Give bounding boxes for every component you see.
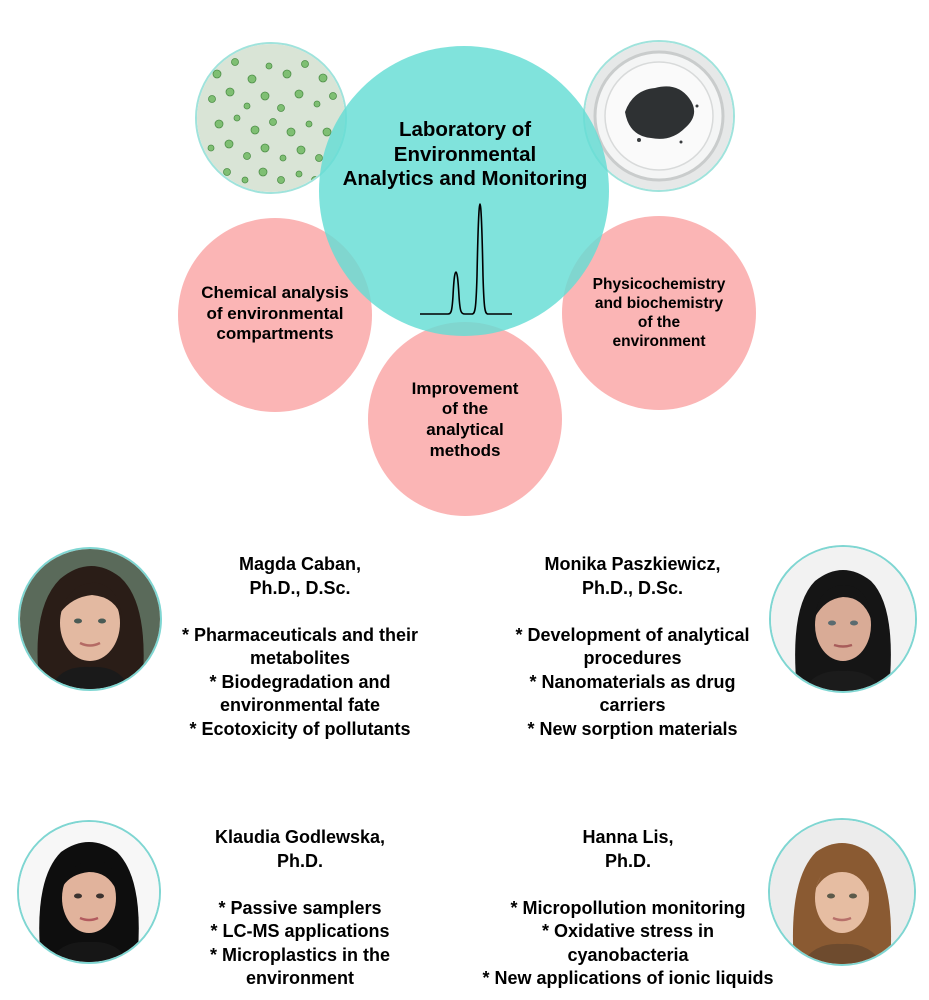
person-name: Magda Caban, (238, 554, 362, 574)
profile-hanna-lis: Hanna Lis, Ph.D. * Micropollution monito… (468, 826, 788, 991)
person-name: Monika Paszkiewicz, (544, 554, 721, 574)
research-interest: * Microplastics in the environment (209, 944, 391, 989)
research-interest: * New applications of ionic liquids (482, 968, 774, 988)
lab-main-circle (319, 46, 609, 336)
research-interest: * Pharmaceuticals and their metabolites (181, 624, 419, 669)
avatar-magda-caban (18, 547, 162, 691)
research-interest: * Micropollution monitoring (510, 897, 746, 918)
lab-title: Laboratory of Environmental Analytics an… (342, 118, 588, 191)
research-interest: * Development of analytical procedures (515, 624, 750, 669)
person-title: Ph.D., D.Sc. (581, 577, 684, 598)
avatar-monika-paszkiewicz (769, 545, 917, 693)
area-label-improvement: Improvement of the analytical methods (411, 378, 519, 460)
research-interest: * LC-MS applications (210, 921, 390, 941)
area-label-physicochemistry: Physicochemistry and biochemistry of the… (592, 276, 726, 350)
profile-klaudia-godlewska: Klaudia Godlewska, Ph.D. * Passive sampl… (170, 826, 430, 991)
area-label-chemical-analysis: Chemical analysis of environmental compa… (201, 282, 349, 344)
avatar-klaudia-godlewska (17, 820, 161, 964)
research-interest: * Oxidative stress in cyanobacteria (541, 921, 715, 965)
person-title: Ph.D. (604, 850, 651, 871)
chromatogram-peaks-icon (420, 203, 512, 315)
black-powder-in-dish-icon (583, 40, 735, 192)
area-circle-improvement (368, 322, 562, 516)
research-interest: * Ecotoxicity of pollutants (189, 718, 411, 739)
person-name: Klaudia Godlewska, (214, 827, 386, 847)
research-interest: * Nanomaterials as drug carriers (529, 671, 736, 716)
person-title: Ph.D. (276, 850, 323, 871)
research-interest: * Passive samplers (218, 897, 382, 918)
person-title: Ph.D., D.Sc. (249, 577, 351, 598)
profile-magda-caban: Magda Caban, Ph.D., D.Sc. * Pharmaceutic… (160, 553, 440, 741)
person-name: Hanna Lis, (582, 827, 674, 847)
profile-monika-paszkiewicz: Monika Paszkiewicz, Ph.D., D.Sc. * Devel… (490, 553, 775, 741)
avatar-hanna-lis (768, 818, 916, 966)
research-interest: * New sorption materials (527, 718, 738, 739)
research-interest: * Biodegradation and environmental fate (209, 671, 391, 716)
